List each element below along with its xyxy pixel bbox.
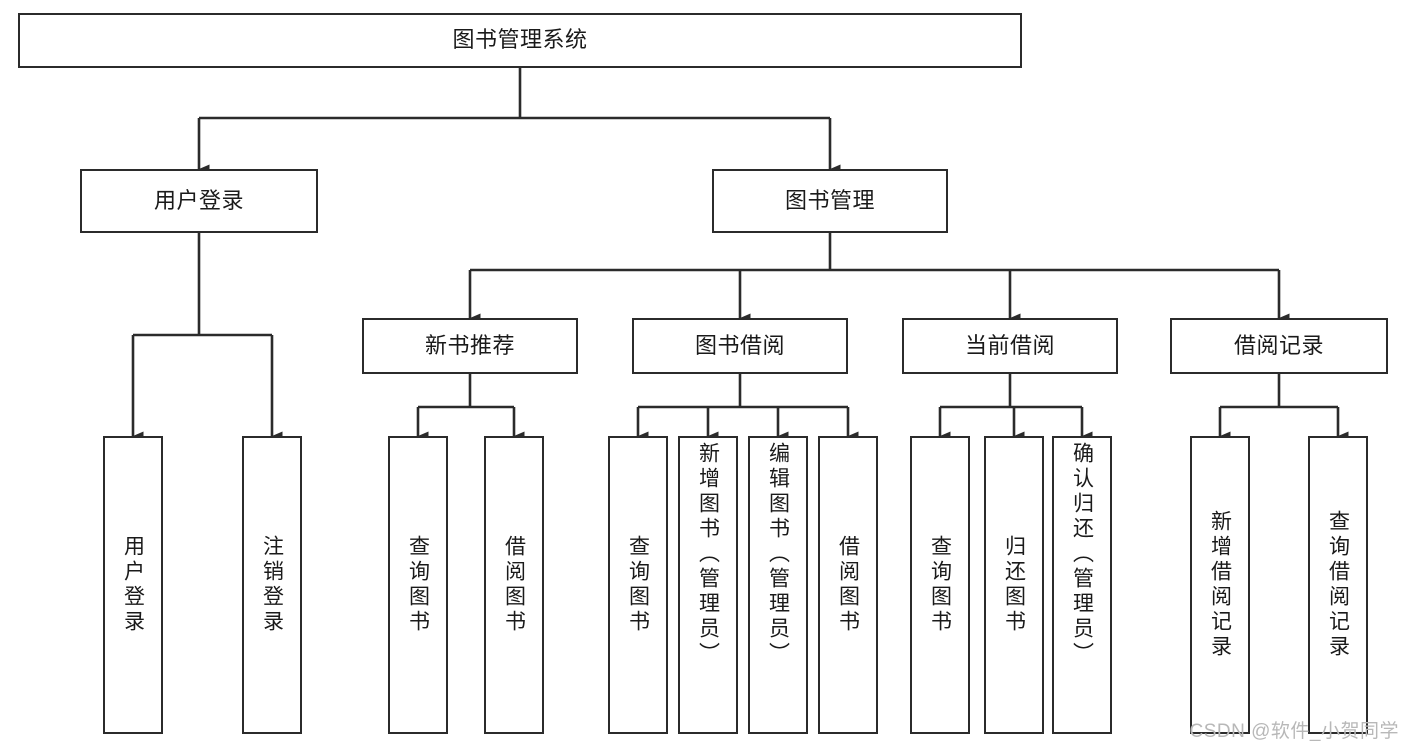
- node-leaf-logout-label: 注销登录: [260, 535, 284, 635]
- node-leaf-return-book[interactable]: 归还图书: [984, 436, 1044, 734]
- node-book-borrow[interactable]: 图书借阅: [632, 318, 848, 374]
- node-leaf-return-book-label: 归还图书: [1002, 535, 1026, 635]
- node-leaf-user-login-label: 用户登录: [121, 535, 145, 635]
- node-leaf-add-record-label: 新增借阅记录: [1208, 510, 1232, 660]
- node-leaf-query-book-3[interactable]: 查询图书: [910, 436, 970, 734]
- node-current-borrow-label: 当前借阅: [964, 332, 1055, 358]
- node-leaf-query-record-label: 查询借阅记录: [1326, 510, 1350, 660]
- node-leaf-borrow-book-2[interactable]: 借阅图书: [818, 436, 878, 734]
- node-leaf-query-book-2-label: 查询图书: [626, 535, 650, 635]
- node-borrow-record-label: 借阅记录: [1233, 332, 1324, 358]
- node-leaf-edit-book[interactable]: 编辑图书（管理员）: [748, 436, 808, 734]
- node-leaf-confirm-return-label: 确认归还（管理员）: [1070, 442, 1094, 667]
- node-current-borrow[interactable]: 当前借阅: [902, 318, 1118, 374]
- node-book-borrow-label: 图书借阅: [694, 332, 785, 358]
- node-leaf-query-book-3-label: 查询图书: [928, 535, 952, 635]
- node-leaf-confirm-return[interactable]: 确认归还（管理员）: [1052, 436, 1112, 734]
- node-leaf-add-book[interactable]: 新增图书（管理员）: [678, 436, 738, 734]
- node-leaf-add-record[interactable]: 新增借阅记录: [1190, 436, 1250, 734]
- node-leaf-edit-book-label: 编辑图书（管理员）: [766, 442, 790, 667]
- node-root[interactable]: 图书管理系统: [18, 13, 1022, 68]
- node-leaf-logout[interactable]: 注销登录: [242, 436, 302, 734]
- connector-lines: [131, 68, 1349, 441]
- node-user-login-label: 用户登录: [153, 187, 244, 213]
- node-leaf-user-login[interactable]: 用户登录: [103, 436, 163, 734]
- node-book-manage[interactable]: 图书管理: [712, 169, 948, 233]
- node-user-login[interactable]: 用户登录: [80, 169, 318, 233]
- node-leaf-add-book-label: 新增图书（管理员）: [696, 442, 720, 667]
- node-leaf-borrow-book-1[interactable]: 借阅图书: [484, 436, 544, 734]
- node-new-book-rec-label: 新书推荐: [424, 332, 515, 358]
- node-leaf-query-book-1[interactable]: 查询图书: [388, 436, 448, 734]
- node-leaf-query-book-2[interactable]: 查询图书: [608, 436, 668, 734]
- node-leaf-borrow-book-1-label: 借阅图书: [502, 535, 526, 635]
- node-leaf-query-book-1-label: 查询图书: [406, 535, 430, 635]
- node-book-manage-label: 图书管理: [784, 187, 875, 213]
- node-new-book-rec[interactable]: 新书推荐: [362, 318, 578, 374]
- node-leaf-query-record[interactable]: 查询借阅记录: [1308, 436, 1368, 734]
- node-root-label: 图书管理系统: [452, 27, 588, 53]
- node-leaf-borrow-book-2-label: 借阅图书: [836, 535, 860, 635]
- node-borrow-record[interactable]: 借阅记录: [1170, 318, 1388, 374]
